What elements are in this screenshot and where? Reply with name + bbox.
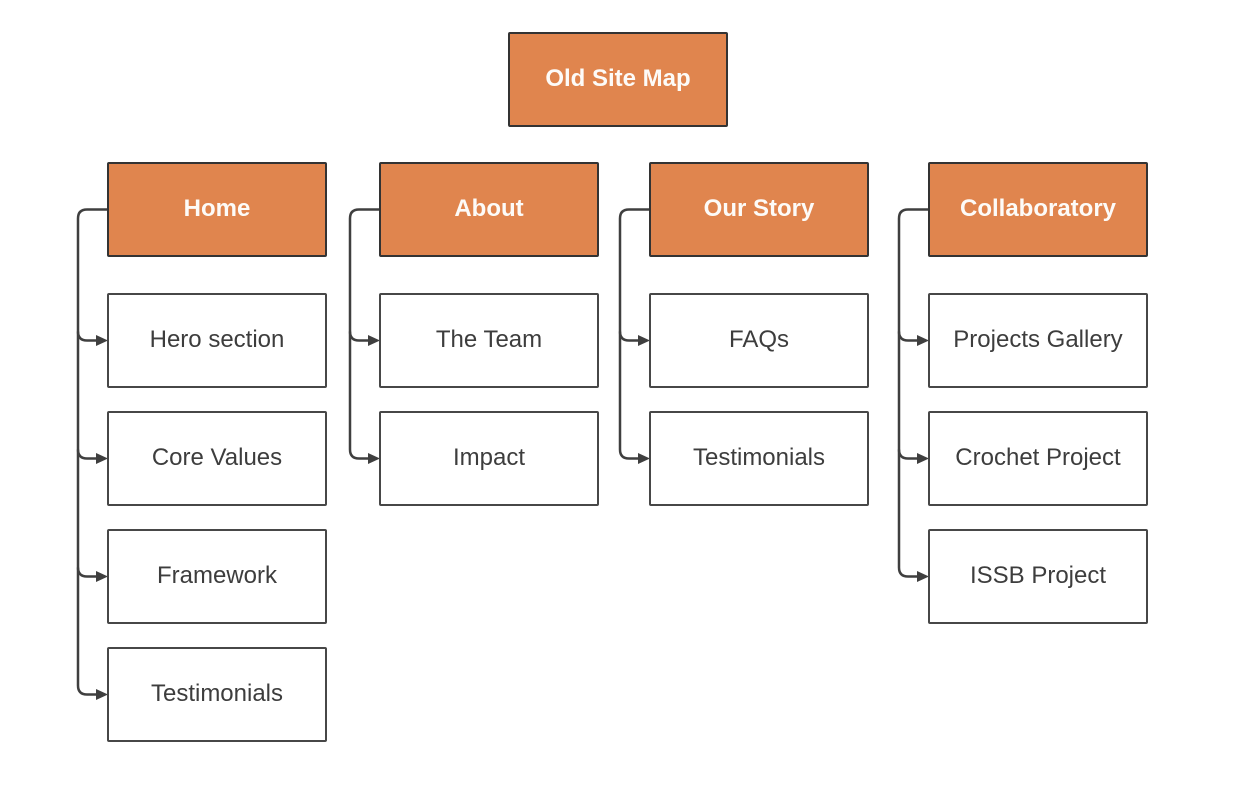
- node-core-values: Core Values: [107, 411, 327, 506]
- node-crochet-project: Crochet Project: [928, 411, 1148, 506]
- connector-group-collaboratory: [897, 208, 929, 582]
- node-the-team: The Team: [379, 293, 599, 388]
- node-about: About: [379, 162, 599, 257]
- node-old-site-map: Old Site Map: [508, 32, 728, 127]
- node-testimonials-our-story: Testimonials: [649, 411, 869, 506]
- node-issb-project: ISSB Project: [928, 529, 1148, 624]
- node-impact: Impact: [379, 411, 599, 506]
- node-home: Home: [107, 162, 327, 257]
- node-projects-gallery: Projects Gallery: [928, 293, 1148, 388]
- node-faqs: FAQs: [649, 293, 869, 388]
- connector-group-about: [348, 208, 380, 464]
- connector-group-our-story: [618, 208, 650, 464]
- node-testimonials-home: Testimonials: [107, 647, 327, 742]
- node-framework: Framework: [107, 529, 327, 624]
- node-hero-section: Hero section: [107, 293, 327, 388]
- node-our-story: Our Story: [649, 162, 869, 257]
- node-collaboratory: Collaboratory: [928, 162, 1148, 257]
- connector-group-home: [76, 208, 108, 700]
